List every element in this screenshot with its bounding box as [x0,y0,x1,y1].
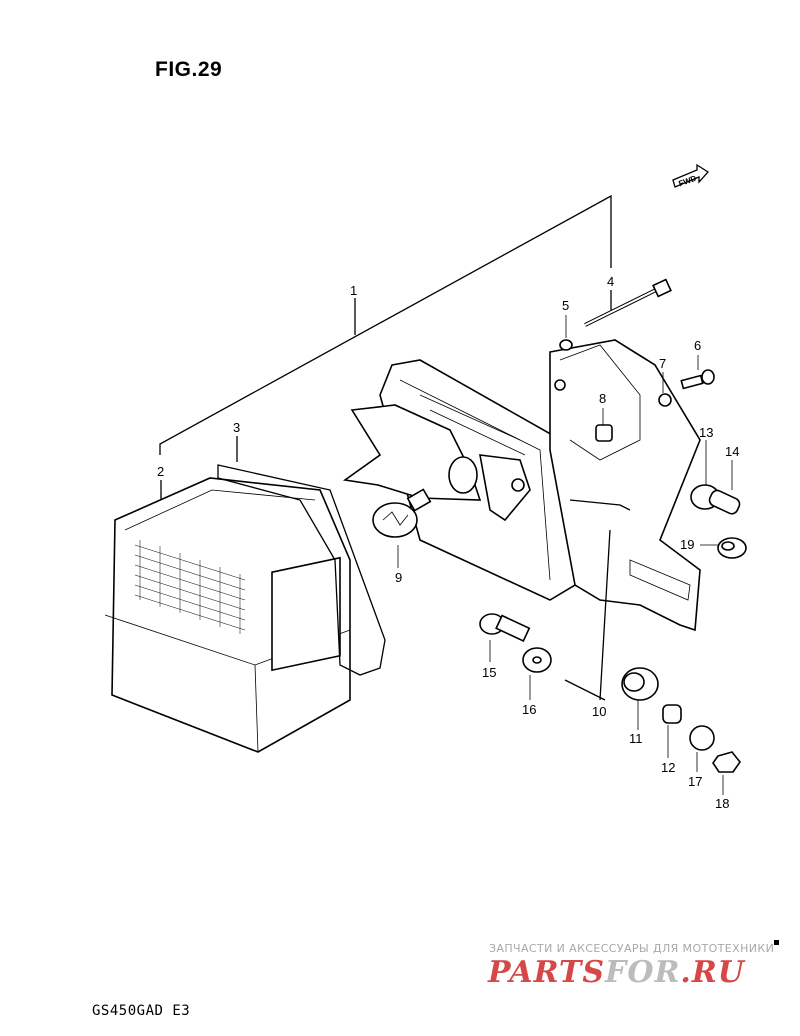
figure-title: FIG.29 [155,58,223,81]
fwd-label: FWD [677,174,697,189]
callout-16: 16 [522,702,536,717]
grommet-19 [717,537,747,559]
lens-gasket [217,464,386,676]
callout-2: 2 [157,464,164,479]
callout-4: 4 [607,274,614,289]
license-bracket [549,339,701,632]
watermark-logo-part1: PARTS [488,955,606,990]
callout-19: 19 [680,537,694,552]
washer-5 [559,339,573,351]
socket-pin [511,478,525,492]
wire-harness [564,499,631,701]
callout-12: 12 [661,760,675,775]
washer-17 [689,725,715,751]
collar-12 [662,704,682,724]
callout-13: 13 [699,425,713,440]
fwd-arrow-icon: FWD [672,163,709,189]
watermark-logo-part2: FOR [605,955,681,990]
callout-15: 15 [482,665,496,680]
callout-3: 3 [233,420,240,435]
callout-5: 5 [562,298,569,313]
grommet-11 [621,667,659,701]
lens-grid [134,540,246,634]
bulb-socket [448,456,478,494]
callout-18: 18 [715,796,729,811]
model-code: GS450GAD E3 [92,1003,191,1019]
watermark-dot [774,940,779,945]
assembly-leader-lines [159,194,612,500]
bulb [372,488,432,538]
callout-6: 6 [694,338,701,353]
callout-7: 7 [659,356,666,371]
screw-6 [680,369,715,390]
collar-8 [595,424,613,442]
socket-arm [479,454,531,522]
callout-9: 9 [395,570,402,585]
tail-lamp-lens [104,477,351,753]
reflector-plate [342,404,482,501]
watermark-logo: PARTSFOR.RU [488,955,745,990]
watermark-tagline: ЗАПЧАСТИ И АКСЕССУАРЫ ДЛЯ МОТОТЕХНИКИ [489,942,775,955]
nut-18 [712,751,741,773]
long-bolt [584,278,672,327]
callout-11: 11 [629,731,643,746]
callout-10: 10 [592,704,606,719]
watermark-logo-part3: .RU [680,955,745,990]
callout-14: 14 [725,444,739,459]
callout-17: 17 [688,774,702,789]
callout-leaders [397,315,733,795]
bolt-15 [479,613,531,643]
callout-8: 8 [599,391,606,406]
mount-bolt-14 [690,484,741,515]
callout-1: 1 [350,283,357,298]
